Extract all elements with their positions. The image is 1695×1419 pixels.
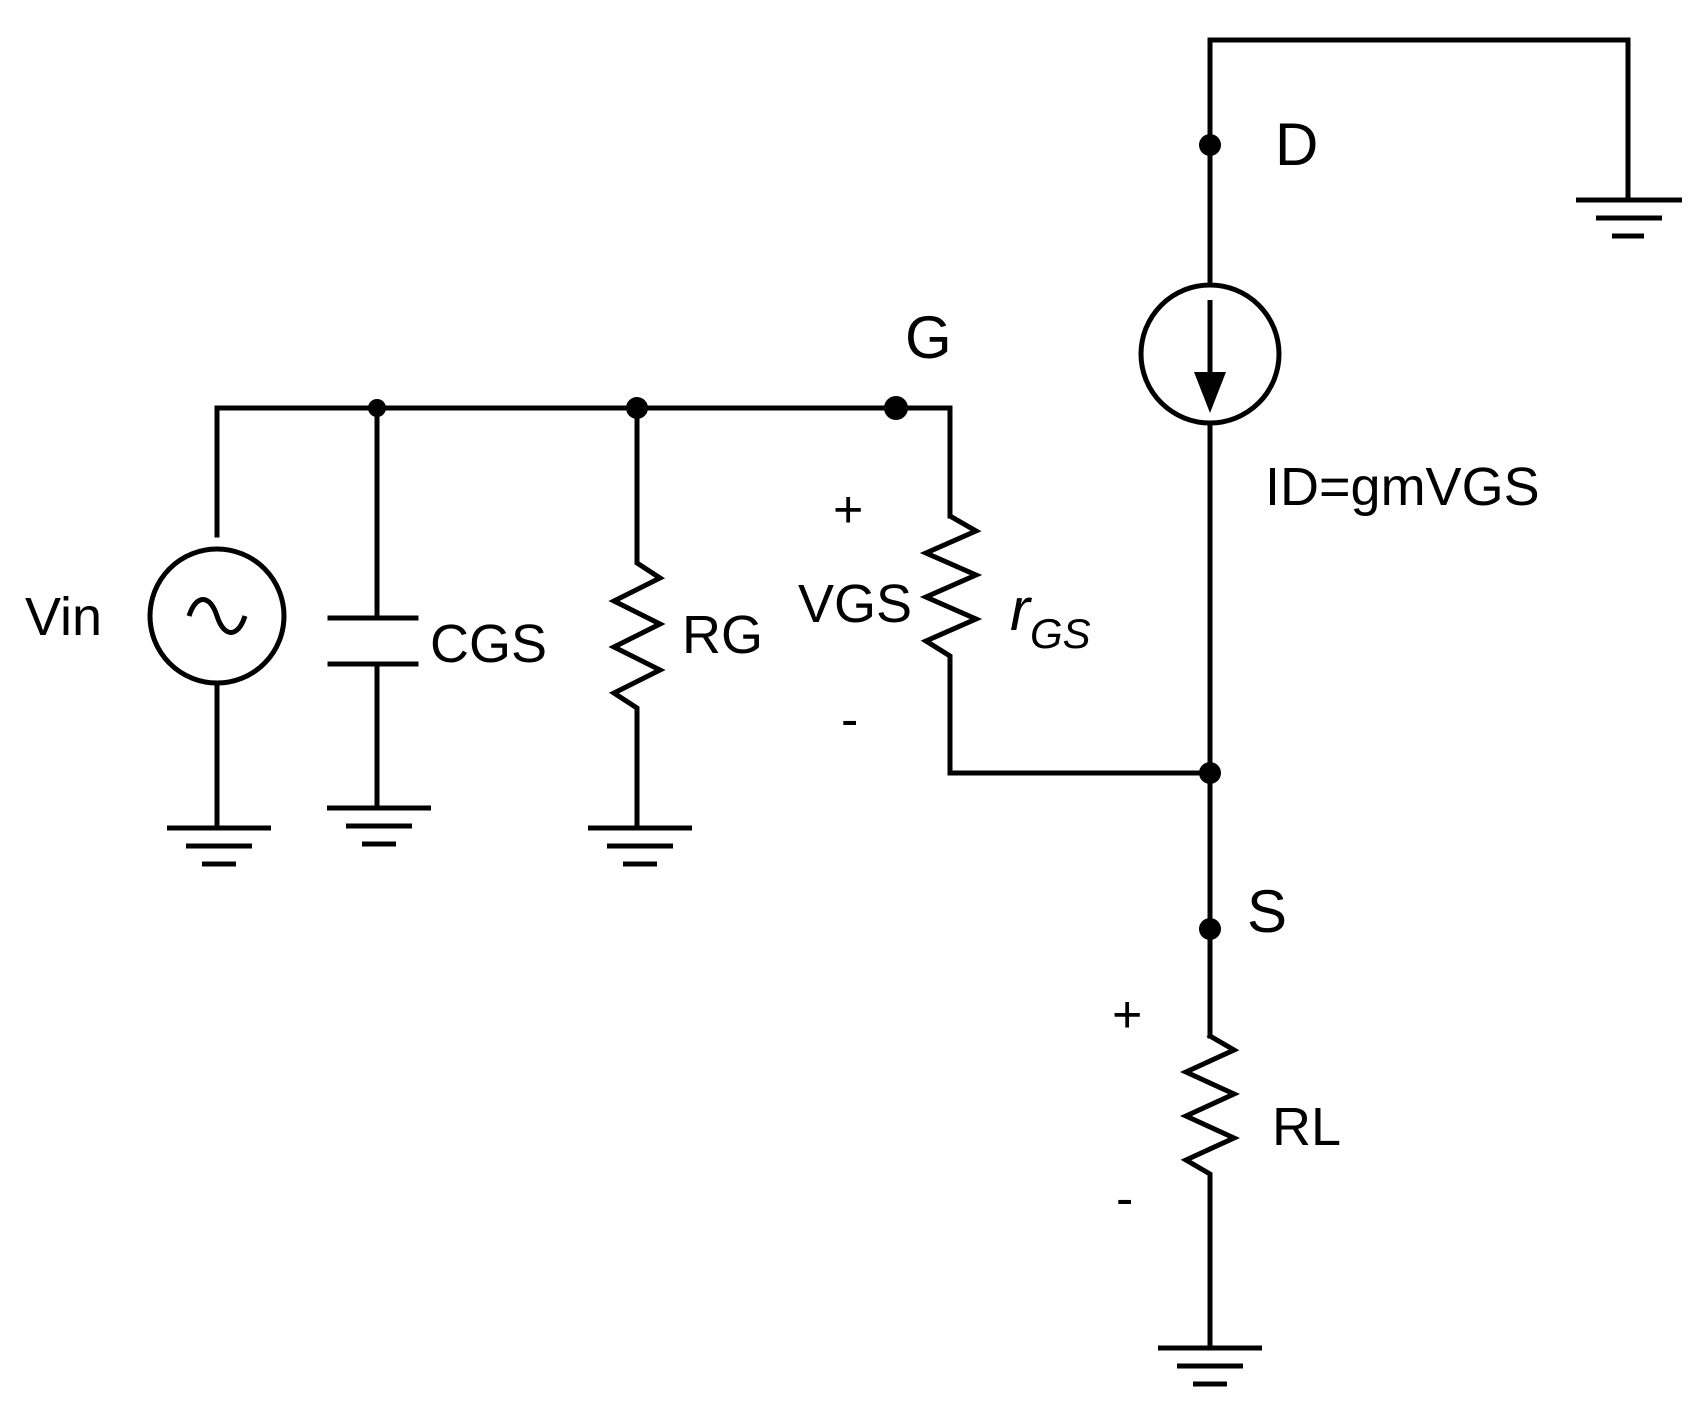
ground-icon [1158, 1345, 1262, 1387]
gate-label: G [905, 304, 952, 371]
current-source [1138, 282, 1282, 426]
gate-node [884, 396, 908, 420]
drain-top-wire [1207, 37, 1631, 283]
rgs-label-main: r [1010, 576, 1032, 643]
source-node [1199, 918, 1221, 940]
rg-resistor [608, 405, 666, 831]
vgs-label: VGS [798, 574, 912, 634]
rg-label: RG [682, 605, 763, 665]
vin-source [147, 546, 287, 686]
rl-plus-sign: + [1112, 986, 1142, 1044]
down-arrow-icon [1194, 300, 1226, 413]
drain-label: D [1275, 111, 1318, 178]
rl-minus-sign: - [1116, 1170, 1133, 1228]
ground-icon [588, 825, 692, 867]
vgs-minus-sign: - [841, 691, 858, 749]
ground-icon [167, 825, 271, 867]
cgs-label: CGS [430, 614, 547, 674]
rgs-label-sub: GS [1030, 610, 1091, 657]
sine-wave-icon [186, 597, 248, 635]
rgs-resistor [919, 405, 1213, 776]
ground-icon [327, 805, 431, 847]
rl-resistor [1179, 1032, 1241, 1351]
drain-node [1199, 134, 1221, 156]
ground-icon [1576, 197, 1682, 239]
vin-label: Vin [25, 587, 102, 647]
vgs-plus-sign: + [833, 481, 863, 539]
rgs-label: rGS [1010, 576, 1091, 657]
current-source-label: ID=gmVGS [1265, 457, 1540, 517]
rl-label: RL [1272, 1097, 1341, 1157]
source-label: S [1247, 878, 1287, 945]
